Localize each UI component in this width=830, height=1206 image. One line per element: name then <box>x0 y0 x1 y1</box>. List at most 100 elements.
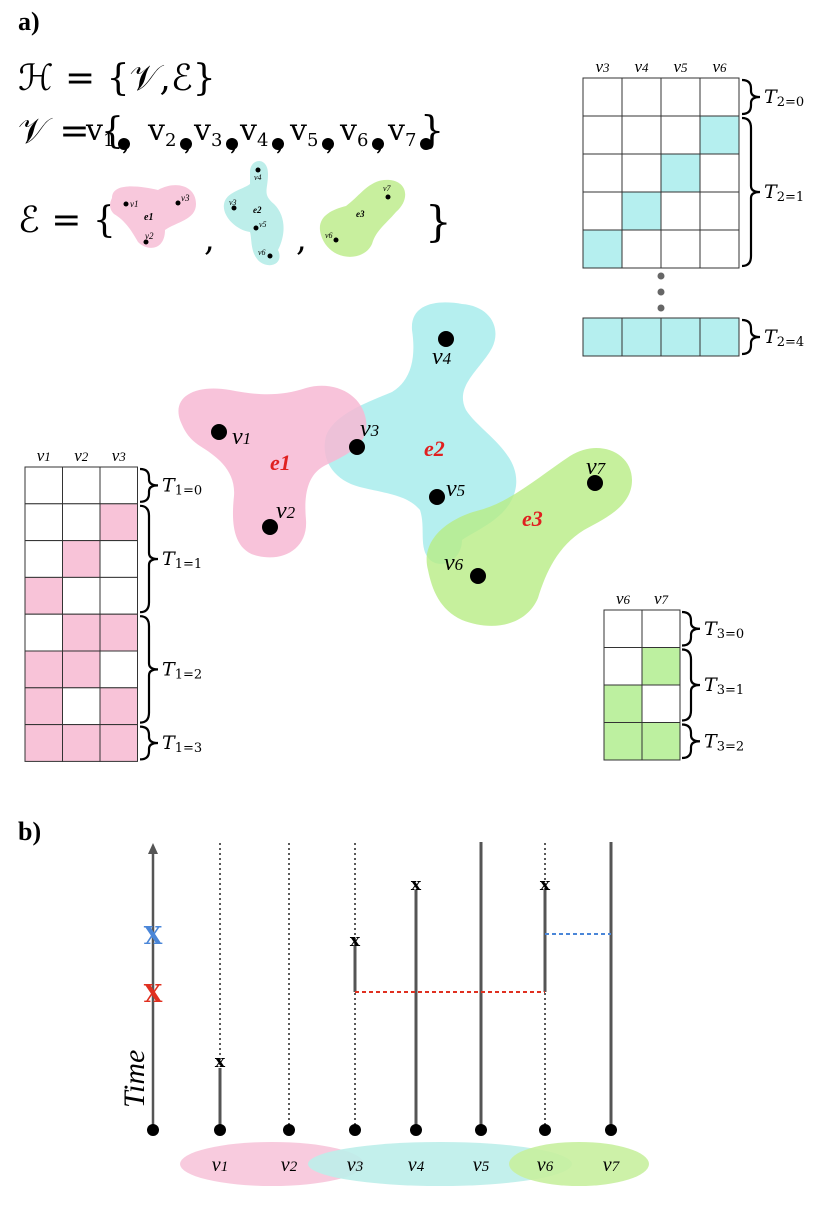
node-v4 <box>438 331 454 347</box>
node-label-v6: v6 <box>444 550 464 576</box>
vertex-activation-marker: x <box>350 931 361 951</box>
table-group-label: T1=3 <box>162 732 202 756</box>
mini-v3-label: v3 <box>181 193 190 203</box>
table-cell <box>641 684 681 723</box>
table-cell <box>99 613 138 652</box>
node-label-v1: v1 <box>232 424 251 450</box>
node-label-v2: v2 <box>276 498 296 524</box>
table-cell <box>621 153 662 193</box>
timeline-vertex-label-v3: v3 <box>347 1154 363 1176</box>
table-cell <box>582 77 623 117</box>
table-cell <box>24 687 63 726</box>
timeline-ellipse-e3 <box>509 1142 649 1186</box>
table-cell <box>24 466 63 505</box>
formula-vertex-set-prefix: 𝒱 = { <box>18 111 124 152</box>
e1-label: e1 <box>270 450 291 475</box>
mini-hyperedge-e3: v7 v6 e3 <box>319 179 406 257</box>
table-group-brace <box>681 648 701 722</box>
table-cell <box>699 229 740 269</box>
table-cell <box>699 115 740 155</box>
table-group-label: T1=2 <box>162 658 202 682</box>
mini-e3-label: e3 <box>356 209 365 219</box>
table-col-header-v7: v7 <box>654 589 669 608</box>
timeline-vertex-label-v4: v4 <box>408 1154 425 1176</box>
table-cell <box>99 687 138 726</box>
vertex-timeline-origin <box>283 1124 295 1136</box>
table-group-brace <box>139 725 159 761</box>
formula-comma: , <box>276 128 284 156</box>
formula-vertex-v6: v6 <box>339 113 368 151</box>
vertex-timeline-origin <box>539 1124 551 1136</box>
table-cell <box>660 317 701 357</box>
table-cell <box>99 503 138 542</box>
mini-v3b-label: v3 <box>229 198 237 207</box>
time-axis-arrow <box>148 843 158 854</box>
timeline-ellipse-e2 <box>308 1142 572 1186</box>
timeline-vertex-label-v2: v2 <box>281 1154 298 1176</box>
table-continuation-dot <box>657 288 665 296</box>
table-cell <box>699 153 740 193</box>
timeline-ellipse-e1 <box>180 1142 364 1186</box>
table-group-brace <box>139 504 159 614</box>
formula-vertex-v1: v1 <box>85 113 114 151</box>
node-v2 <box>262 519 278 535</box>
vertex-activation-marker: x <box>215 1052 226 1072</box>
formula-comma: , <box>326 128 334 156</box>
formula-vertex-dot <box>372 138 384 150</box>
mini-v7-label: v7 <box>383 184 392 193</box>
table-group-brace <box>139 615 159 724</box>
vertex-timeline-origin <box>214 1124 226 1136</box>
table-cell <box>582 153 623 193</box>
formula-comma: , <box>230 128 238 156</box>
vertex-timeline-origin <box>605 1124 617 1136</box>
vertex-timeline-origin <box>349 1124 361 1136</box>
timeline-vertex-label-v6: v6 <box>537 1154 554 1176</box>
table-cell <box>582 229 623 269</box>
table-col-header-v3: v3 <box>595 57 610 76</box>
table-cell <box>660 153 701 193</box>
table-cell <box>99 650 138 689</box>
mini-v6b-label: v6 <box>325 231 333 240</box>
table-cell <box>621 317 662 357</box>
table-cell <box>62 613 101 652</box>
mini-hyperedge-e2: v4 v3 v5 v6 e2 <box>223 161 284 266</box>
node-label-v7: v7 <box>586 454 607 480</box>
formula-vertex-v4: v4 <box>239 113 268 151</box>
table-group-brace <box>741 78 761 116</box>
table-group-label: T3=1 <box>704 674 744 698</box>
formula-hypergraph: ℋ = {𝒱,ℰ} <box>18 58 216 99</box>
table-group-brace <box>741 116 761 268</box>
table-cell <box>24 576 63 615</box>
table-group-brace <box>139 467 159 503</box>
table-cell <box>660 77 701 117</box>
time-marker-e2: X <box>144 921 163 950</box>
node-v5 <box>429 489 445 505</box>
formula-vertex-dot <box>180 138 192 150</box>
table-cell <box>660 191 701 231</box>
table-cell <box>621 77 662 117</box>
node-label-v3: v3 <box>360 416 379 442</box>
table-group-label: T3=0 <box>704 618 744 642</box>
time-marker-e1: X <box>144 979 163 1008</box>
node-label-v4: v4 <box>432 344 452 370</box>
table-continuation-dot <box>657 304 665 312</box>
table-cell <box>582 317 623 357</box>
table-cell <box>24 650 63 689</box>
node-v6 <box>470 568 486 584</box>
formula-comma: , <box>122 128 130 156</box>
edge-set-comma-1: , <box>204 219 215 259</box>
table-cell <box>99 540 138 578</box>
table-cell <box>603 722 643 761</box>
table-group-label: T3=2 <box>704 730 744 754</box>
table-cell <box>582 191 623 231</box>
formula-vertex-v2: v2 <box>147 113 176 151</box>
mini-e2-label: e2 <box>253 205 262 215</box>
vertex-timeline-origin <box>410 1124 422 1136</box>
formula-vertex-v5: v5 <box>289 113 318 151</box>
table-cell <box>641 722 681 761</box>
table-col-header-v6: v6 <box>616 589 631 608</box>
edge-set-close-brace: } <box>425 197 452 246</box>
